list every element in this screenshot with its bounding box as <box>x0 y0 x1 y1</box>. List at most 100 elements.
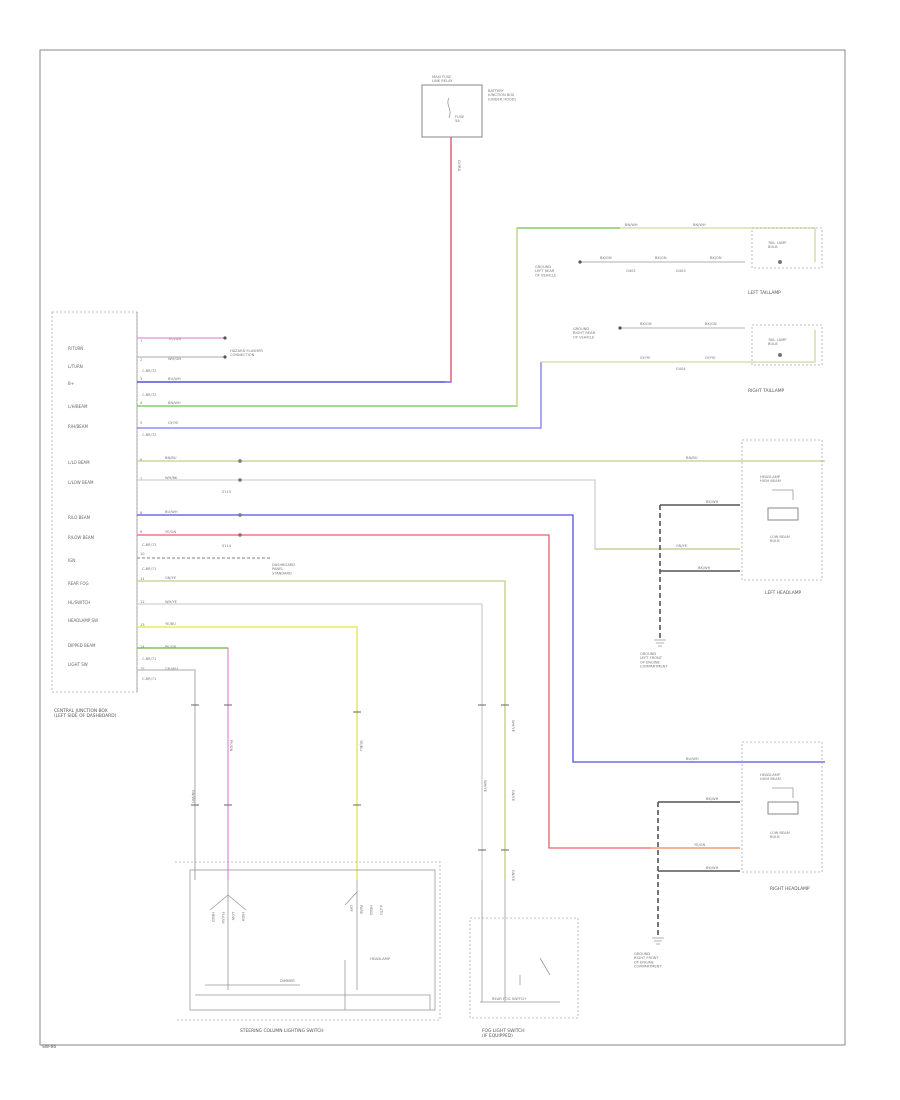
svg-text:C-BR/71: C-BR/71 <box>142 567 156 571</box>
svg-text:11: 11 <box>140 577 145 581</box>
svg-text:14: 14 <box>140 645 145 649</box>
frame-code: SW-66 <box>42 1044 56 1050</box>
svg-text:C-BR/71: C-BR/71 <box>142 657 156 661</box>
svg-text:PK/GN: PK/GN <box>165 645 177 649</box>
fog-light-switch: REAR FOG SWITCH WH/YE GN/YE GN/YE FOG LI… <box>469 720 579 1039</box>
lamp-bulb-icon <box>778 260 782 264</box>
svg-text:RIGHT TAILLAMP: RIGHT TAILLAMP <box>748 388 785 394</box>
svg-text:G404: G404 <box>676 367 686 371</box>
svg-text:YE/LGN: YE/LGN <box>168 337 181 341</box>
svg-text:YE/GN: YE/GN <box>165 530 176 534</box>
svg-text:BN/WH: BN/WH <box>168 401 181 405</box>
svg-text:R/LOW BEAM: R/LOW BEAM <box>68 535 95 540</box>
svg-text:5: 5 <box>140 421 142 425</box>
svg-text:R/LO BEAM: R/LO BEAM <box>68 515 91 520</box>
svg-text:HEAD: HEAD <box>211 912 215 922</box>
svg-text:REAR FOG: REAR FOG <box>68 581 89 586</box>
svg-text:L/LOW BEAM: L/LOW BEAM <box>68 480 94 485</box>
svg-text:B+: B+ <box>68 381 74 386</box>
svg-text:BK/GN: BK/GN <box>655 256 667 260</box>
svg-text:REAR FOG SWITCH: REAR FOG SWITCH <box>492 997 526 1001</box>
svg-text:GN/YE: GN/YE <box>676 544 688 548</box>
svg-text:BU/WH: BU/WH <box>165 510 178 514</box>
svg-text:WH/BK: WH/BK <box>165 476 178 480</box>
svg-text:GY/RD: GY/RD <box>457 160 461 172</box>
wires <box>137 137 825 880</box>
svg-text:PK/GN: PK/GN <box>229 740 233 752</box>
svg-text:YE/BU: YE/BU <box>359 740 363 751</box>
svg-text:HIGH: HIGH <box>241 912 245 922</box>
svg-text:8: 8 <box>140 511 143 515</box>
svg-text:GY/YE: GY/YE <box>705 356 716 360</box>
svg-text:LEFT TAILLAMP: LEFT TAILLAMP <box>748 290 781 296</box>
diagram-frame <box>39 49 846 1046</box>
svg-text:7: 7 <box>140 477 142 481</box>
svg-text:G402: G402 <box>626 269 636 273</box>
svg-text:BN/WH: BN/WH <box>693 223 706 227</box>
svg-text:L/TURN: L/TURN <box>68 364 83 369</box>
svg-text:BK/GN: BK/GN <box>600 256 612 260</box>
svg-text:13: 13 <box>140 623 145 627</box>
svg-text:PARK: PARK <box>359 905 363 915</box>
splice-points <box>238 459 242 537</box>
svg-text:1: 1 <box>140 339 142 343</box>
svg-text:10: 10 <box>140 552 145 556</box>
svg-text:9: 9 <box>140 530 143 534</box>
lamp-bulb-icon <box>778 353 782 357</box>
svg-text:BU/WH: BU/WH <box>686 757 699 761</box>
svg-text:4: 4 <box>140 401 143 405</box>
module-caption: CENTRAL JUNCTION BOX(LEFT SIDE OF DASHBO… <box>54 708 117 719</box>
svg-text:S115: S115 <box>222 490 231 494</box>
svg-text:BK/GN: BK/GN <box>705 322 717 326</box>
svg-text:GN/WH: GN/WH <box>191 790 195 803</box>
svg-text:GN/WH: GN/WH <box>165 667 178 671</box>
svg-text:BK/GN: BK/GN <box>640 322 652 326</box>
svg-text:G403: G403 <box>676 269 686 273</box>
svg-text:YE/GN: YE/GN <box>694 843 705 847</box>
bulb-icon <box>767 507 799 521</box>
svg-text:6: 6 <box>140 458 143 462</box>
svg-text:WH/GN: WH/GN <box>168 357 181 361</box>
svg-text:BK/WH: BK/WH <box>706 866 719 870</box>
svg-text:C-BR/71: C-BR/71 <box>142 677 156 681</box>
svg-text:DIPPED BEAM: DIPPED BEAM <box>68 643 96 648</box>
svg-text:YE/BU: YE/BU <box>165 622 176 626</box>
svg-text:GN/YE: GN/YE <box>511 790 515 802</box>
left-taillamp: BN/WH BN/WH BK/GN BK/GN BK/GN G402 G403 … <box>535 223 823 296</box>
svg-text:AUTO: AUTO <box>379 905 383 915</box>
svg-text:LEFT HEADLAMP: LEFT HEADLAMP <box>765 590 802 596</box>
svg-text:C-BR/72: C-BR/72 <box>142 433 156 437</box>
svg-text:12: 12 <box>140 600 145 604</box>
svg-text:R/TURN: R/TURN <box>68 346 83 351</box>
connector-ticks <box>191 704 509 851</box>
svg-text:HEADLAMP: HEADLAMP <box>370 957 391 961</box>
svg-text:HEAD: HEAD <box>369 905 373 915</box>
svg-text:BK/WH: BK/WH <box>706 500 719 504</box>
svg-text:FLASH: FLASH <box>221 912 225 924</box>
svg-text:RIGHT HEADLAMP: RIGHT HEADLAMP <box>770 886 810 892</box>
svg-text:BN/BU: BN/BU <box>165 456 177 460</box>
fuse-icon <box>447 97 451 119</box>
svg-text:GN/YE: GN/YE <box>511 870 515 882</box>
svg-text:LOW: LOW <box>231 912 235 921</box>
svg-text:LIGHT SW: LIGHT SW <box>68 662 88 667</box>
svg-text:FOG LIGHT SWITCH(IF EQUIPPED): FOG LIGHT SWITCH(IF EQUIPPED) <box>482 1028 525 1039</box>
svg-text:WH/YE: WH/YE <box>483 780 487 793</box>
svg-text:HEADLAMP SW: HEADLAMP SW <box>68 618 98 623</box>
svg-text:BK/WH: BK/WH <box>706 797 719 801</box>
svg-text:STEERING COLUMN LIGHTING SWITC: STEERING COLUMN LIGHTING SWITCH <box>240 1028 324 1034</box>
svg-text:BN/BU: BN/BU <box>686 456 698 460</box>
